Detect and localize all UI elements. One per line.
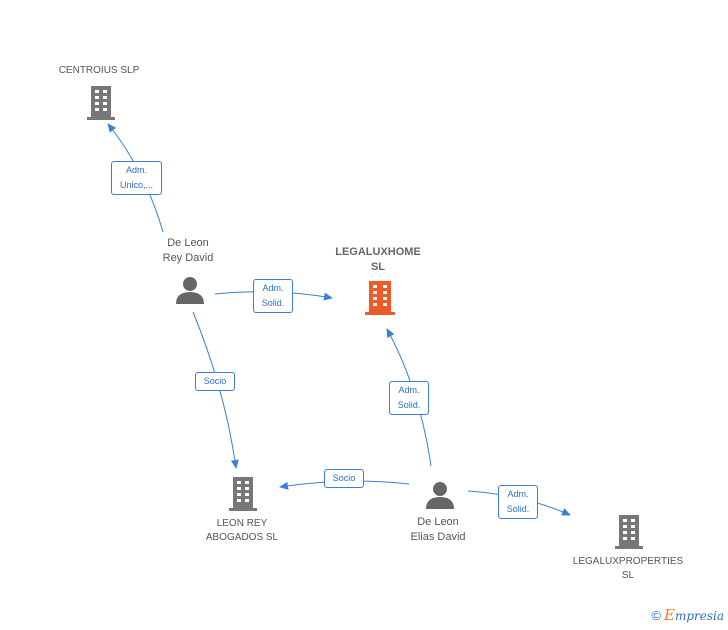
edge-label-rey-to-legaluxhome[interactable]: Adm. Solid. [253,279,293,313]
edge-label-line1: Adm. [398,385,420,395]
company-name: CENTROIUS SLP [58,65,140,76]
building-icon[interactable] [614,514,644,550]
company-name-line1: LEON REY [216,518,268,529]
edge-label-line1: Adm. [125,165,147,175]
person-name-line1: De Leon [417,516,459,528]
person-name-line2: Elias David [410,531,466,543]
edge-label-line1: Adm. [262,283,284,293]
copyright-icon: © [651,607,661,623]
person-name-line2: Rey David [162,252,214,264]
brand-logo-initial: E [663,606,675,624]
node-label-de-leon-rey[interactable]: De Leon Rey David [128,236,248,266]
edge-label-elias-to-legaluxproperties[interactable]: Adm. Solid. [498,485,538,519]
company-name-line2: ABOGADOS SL [205,532,279,543]
building-icon[interactable] [228,476,258,512]
person-icon[interactable] [425,480,455,510]
company-name-line1: LEGALUXHOME [335,246,421,258]
person-icon[interactable] [175,275,205,305]
building-icon[interactable] [86,85,116,121]
edge-label-line1: Socio [203,376,227,386]
company-name-line2: SL [370,261,386,273]
edge-label-rey-to-centroius[interactable]: Adm. Unico,... [111,161,162,195]
brand-logo: Empresia [664,606,724,624]
edge-label-line2: Solid. [261,298,285,308]
edge-label-rey-to-leonrey[interactable]: Socio [195,372,235,391]
edge-label-line1: Socio [332,473,356,483]
person-name-line1: De Leon [167,237,209,249]
node-label-centroius[interactable]: CENTROIUS SLP [39,64,159,78]
company-name-line2: SL [621,570,635,581]
node-label-legaluxproperties[interactable]: LEGALUXPROPERTIES SL [563,555,693,583]
brand-logo-rest: mpresia [674,609,724,623]
company-name-line1: LEGALUXPROPERTIES [572,556,684,567]
edge-label-line1: Adm. [507,489,529,499]
edge-label-elias-to-leonrey[interactable]: Socio [324,469,364,488]
edge-label-line2: Solid. [397,400,421,410]
node-label-leon-rey[interactable]: LEON REY ABOGADOS SL [182,517,302,545]
edge-label-line2: Unico,... [119,180,153,190]
building-icon-highlighted[interactable] [363,280,397,316]
edge-label-elias-to-legaluxhome[interactable]: Adm. Solid. [389,381,429,415]
node-label-legaluxhome[interactable]: LEGALUXHOME SL [318,245,438,275]
brand-footer: © Empresia [651,606,724,624]
node-label-de-leon-elias[interactable]: De Leon Elias David [378,515,498,545]
edge-label-line2: Solid. [506,504,530,514]
